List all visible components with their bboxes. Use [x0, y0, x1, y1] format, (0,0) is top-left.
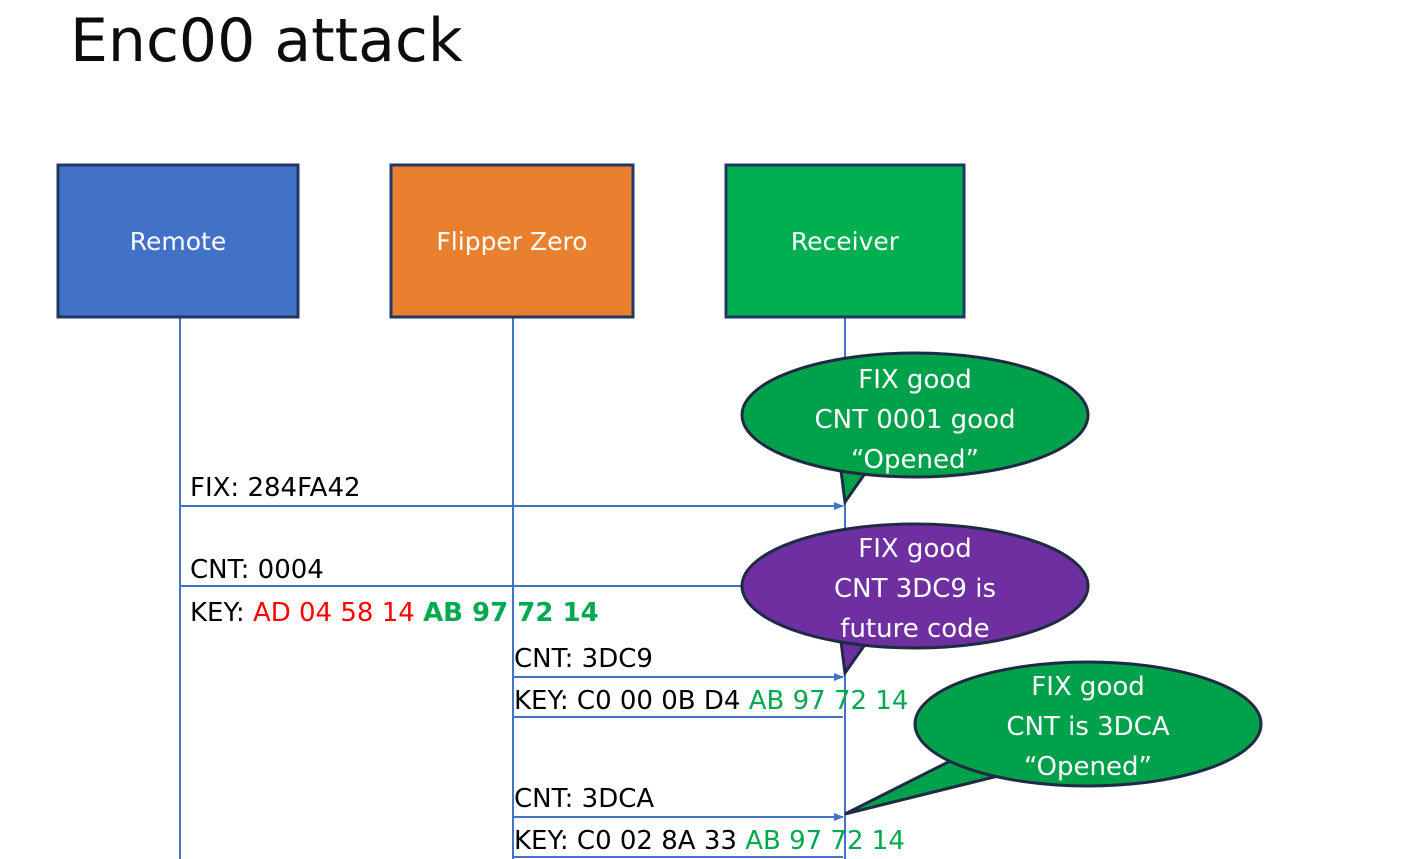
receiver-box-rect — [724, 163, 966, 319]
bubble-2-line-2: CNT 3DC9 is — [834, 574, 996, 604]
remote-box-label: Remote — [130, 227, 226, 256]
page-title: Enc00 attack — [70, 6, 463, 76]
remote-box-rect — [56, 163, 300, 319]
bubble-1-line-2: CNT 0001 good — [814, 405, 1015, 435]
msg-label-cnt-3dc9: CNT: 3DC9 — [514, 644, 653, 674]
key-2-green: AB 97 72 14 — [749, 686, 909, 716]
bubble-2-line-1: FIX good — [858, 534, 972, 564]
bubble-2-line-3: future code — [840, 614, 989, 644]
flipper-box-rect — [389, 163, 635, 319]
bubble-3-body — [913, 660, 1263, 788]
callout-bubble-1[interactable]: FIX good CNT 0001 good “Opened” — [740, 351, 1090, 507]
callout-bubble-2[interactable]: FIX good CNT 3DC9 is future code — [740, 522, 1090, 678]
bubble-2-body — [740, 522, 1090, 650]
key-2-prefix: KEY: C0 00 0B D4 — [514, 686, 740, 716]
bubble-1-line-1: FIX good — [858, 365, 972, 395]
lane-box-remote[interactable]: Remote — [56, 163, 300, 319]
msg-label-key-3: KEY: C0 02 8A 33 AB 97 72 14 — [514, 826, 905, 856]
msg-label-key-1: KEY: AD 04 58 14 AB 97 72 14 — [190, 598, 599, 628]
msg-label-cnt-3dca: CNT: 3DCA — [514, 784, 654, 814]
msg-label-fix: FIX: 284FA42 — [190, 473, 361, 503]
lane-box-flipper[interactable]: Flipper Zero — [389, 163, 635, 319]
msg-label-cnt-0004: CNT: 0004 — [190, 555, 324, 585]
key-1-prefix: KEY: — [190, 598, 253, 628]
bubble-3-line-2: CNT is 3DCA — [1006, 712, 1170, 742]
key-3-prefix: KEY: C0 02 8A 33 — [514, 826, 737, 856]
bubble-3-line-3: “Opened” — [1024, 752, 1152, 782]
bubble-1-body — [740, 351, 1090, 479]
msg-label-key-2: KEY: C0 00 0B D4 AB 97 72 14 — [514, 686, 908, 716]
bubble-1-line-3: “Opened” — [851, 445, 979, 475]
callout-bubble-3[interactable]: FIX good CNT is 3DCA “Opened” — [844, 660, 1263, 816]
flipper-box-label: Flipper Zero — [436, 227, 587, 256]
bubble-3-line-1: FIX good — [1031, 672, 1145, 702]
receiver-box-label: Receiver — [791, 227, 900, 256]
key-3-green: AB 97 72 14 — [745, 826, 905, 856]
key-1-green: AB 97 72 14 — [423, 598, 599, 628]
lane-box-receiver[interactable]: Receiver — [724, 163, 966, 319]
key-1-red: AD 04 58 14 — [253, 598, 415, 628]
